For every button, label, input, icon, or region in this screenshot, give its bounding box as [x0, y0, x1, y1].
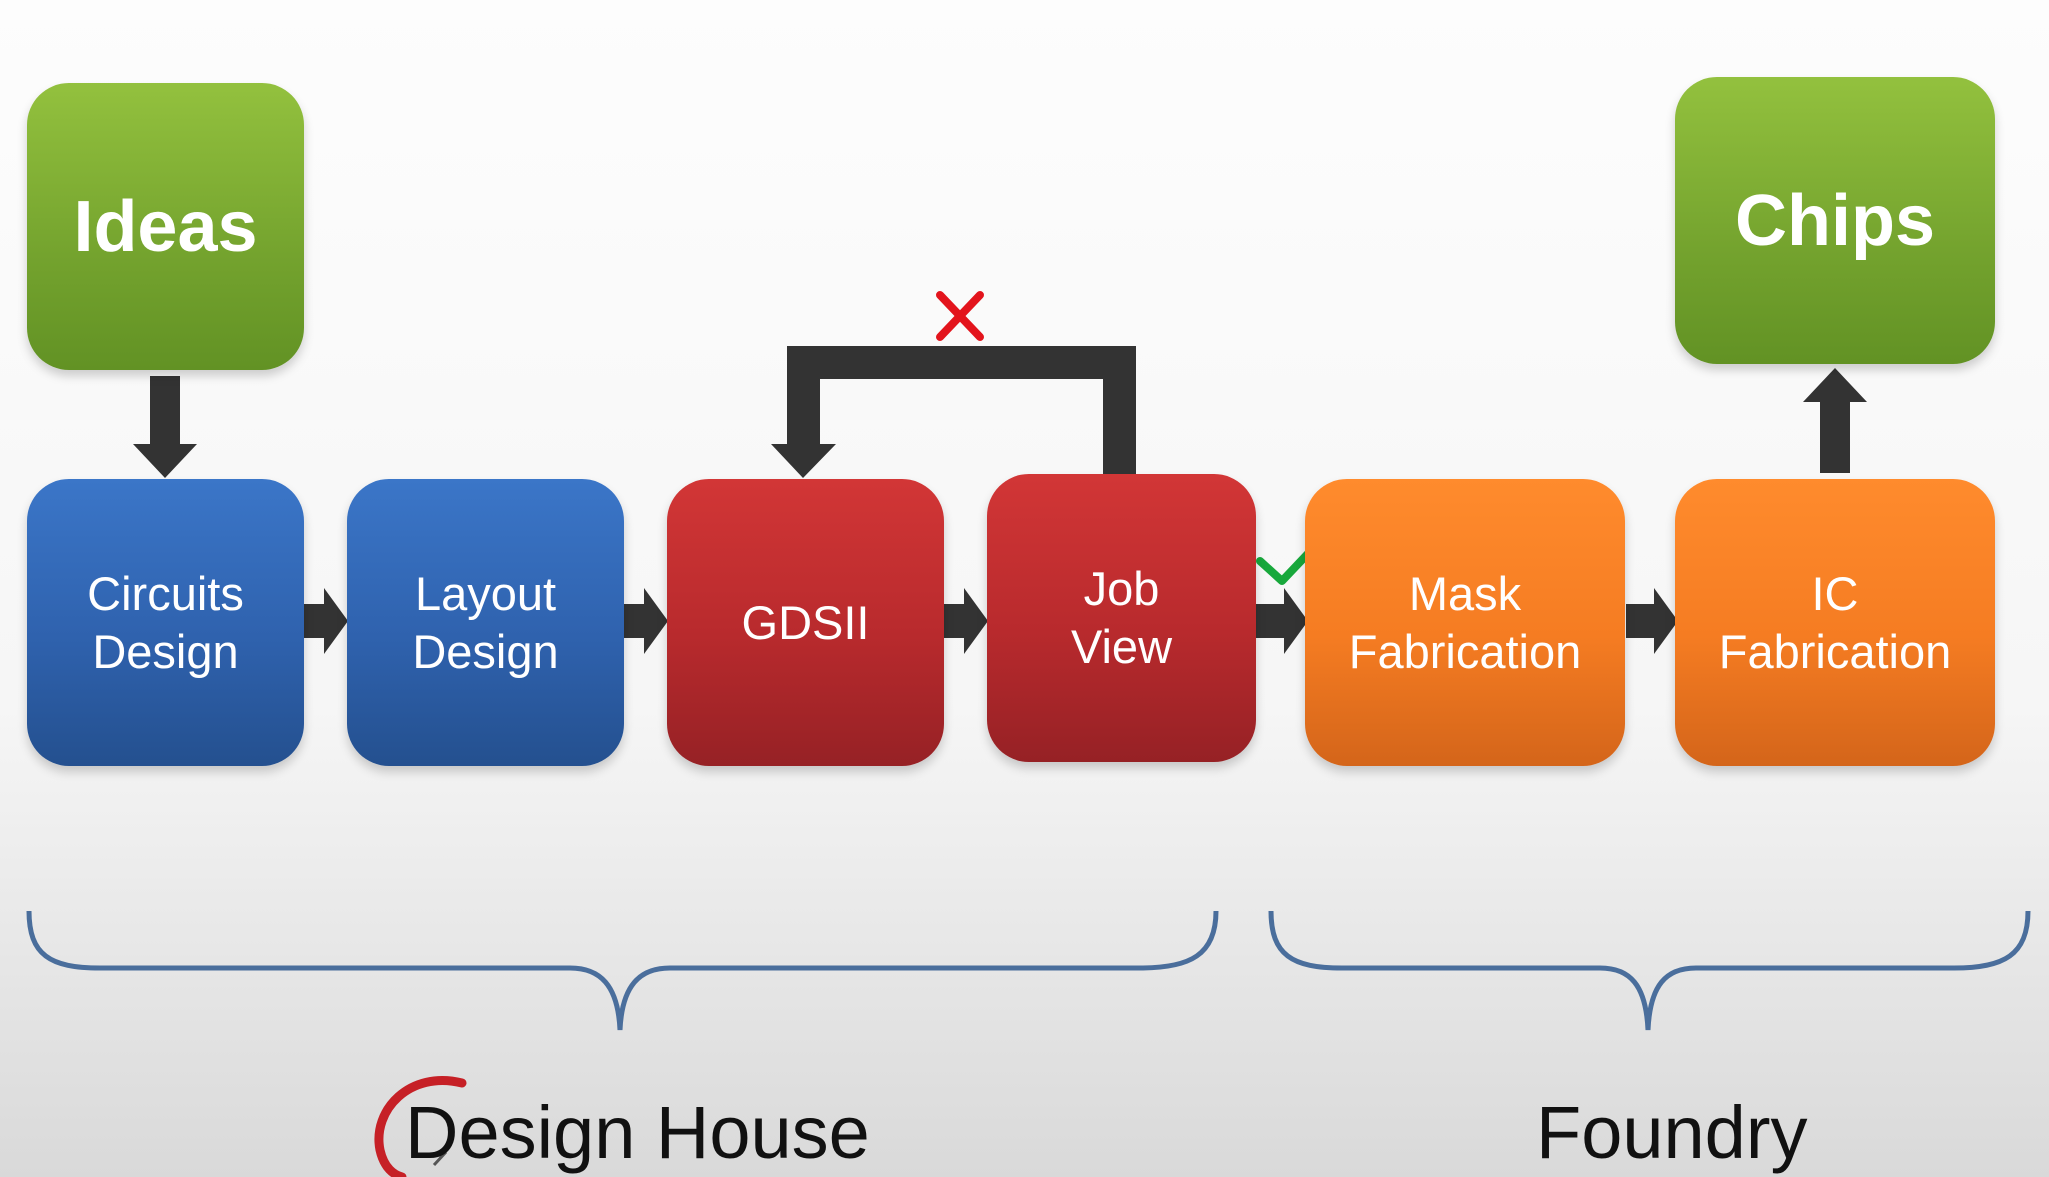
layout-design-box: Layout Design: [347, 479, 624, 766]
gdsii-label: GDSII: [741, 595, 870, 649]
logo-arc-icon: [374, 1076, 467, 1177]
mask-fabrication-label: Mask Fabrication: [1348, 566, 1582, 678]
ic-fabrication-box: IC Fabrication: [1675, 479, 1995, 766]
design-house-brace: [26, 910, 1219, 1031]
ideas-box: Ideas: [27, 83, 304, 370]
layout-design-label: Layout Design: [412, 566, 559, 678]
circuits-design-box: Circuits Design: [27, 479, 304, 766]
arrow-mask-to-ic: [1626, 588, 1678, 654]
design-house-label: Design House: [405, 1091, 870, 1174]
job-view-label: Job View: [1070, 562, 1173, 673]
circuits-design-label: Circuits Design: [87, 566, 244, 678]
arrow-ic-to-chips: [1803, 368, 1867, 473]
ic-fabrication-label: IC Fabrication: [1718, 566, 1952, 678]
arrow-jobview-to-mask: [1256, 588, 1308, 654]
mask-fabrication-box: Mask Fabrication: [1305, 479, 1625, 766]
gdsii-box: GDSII: [667, 479, 944, 766]
chips-label: Chips: [1734, 180, 1935, 261]
feedback-loop-arrow: [771, 346, 1136, 478]
arrow-ideas-to-circuits: [133, 376, 197, 478]
job-view-box: Job View: [987, 474, 1256, 762]
foundry-brace: [1268, 910, 2031, 1031]
foundry-label: Foundry: [1536, 1091, 1808, 1174]
chips-box: Chips: [1675, 77, 1995, 364]
ideas-label: Ideas: [73, 186, 258, 267]
cross-icon: [936, 291, 984, 341]
